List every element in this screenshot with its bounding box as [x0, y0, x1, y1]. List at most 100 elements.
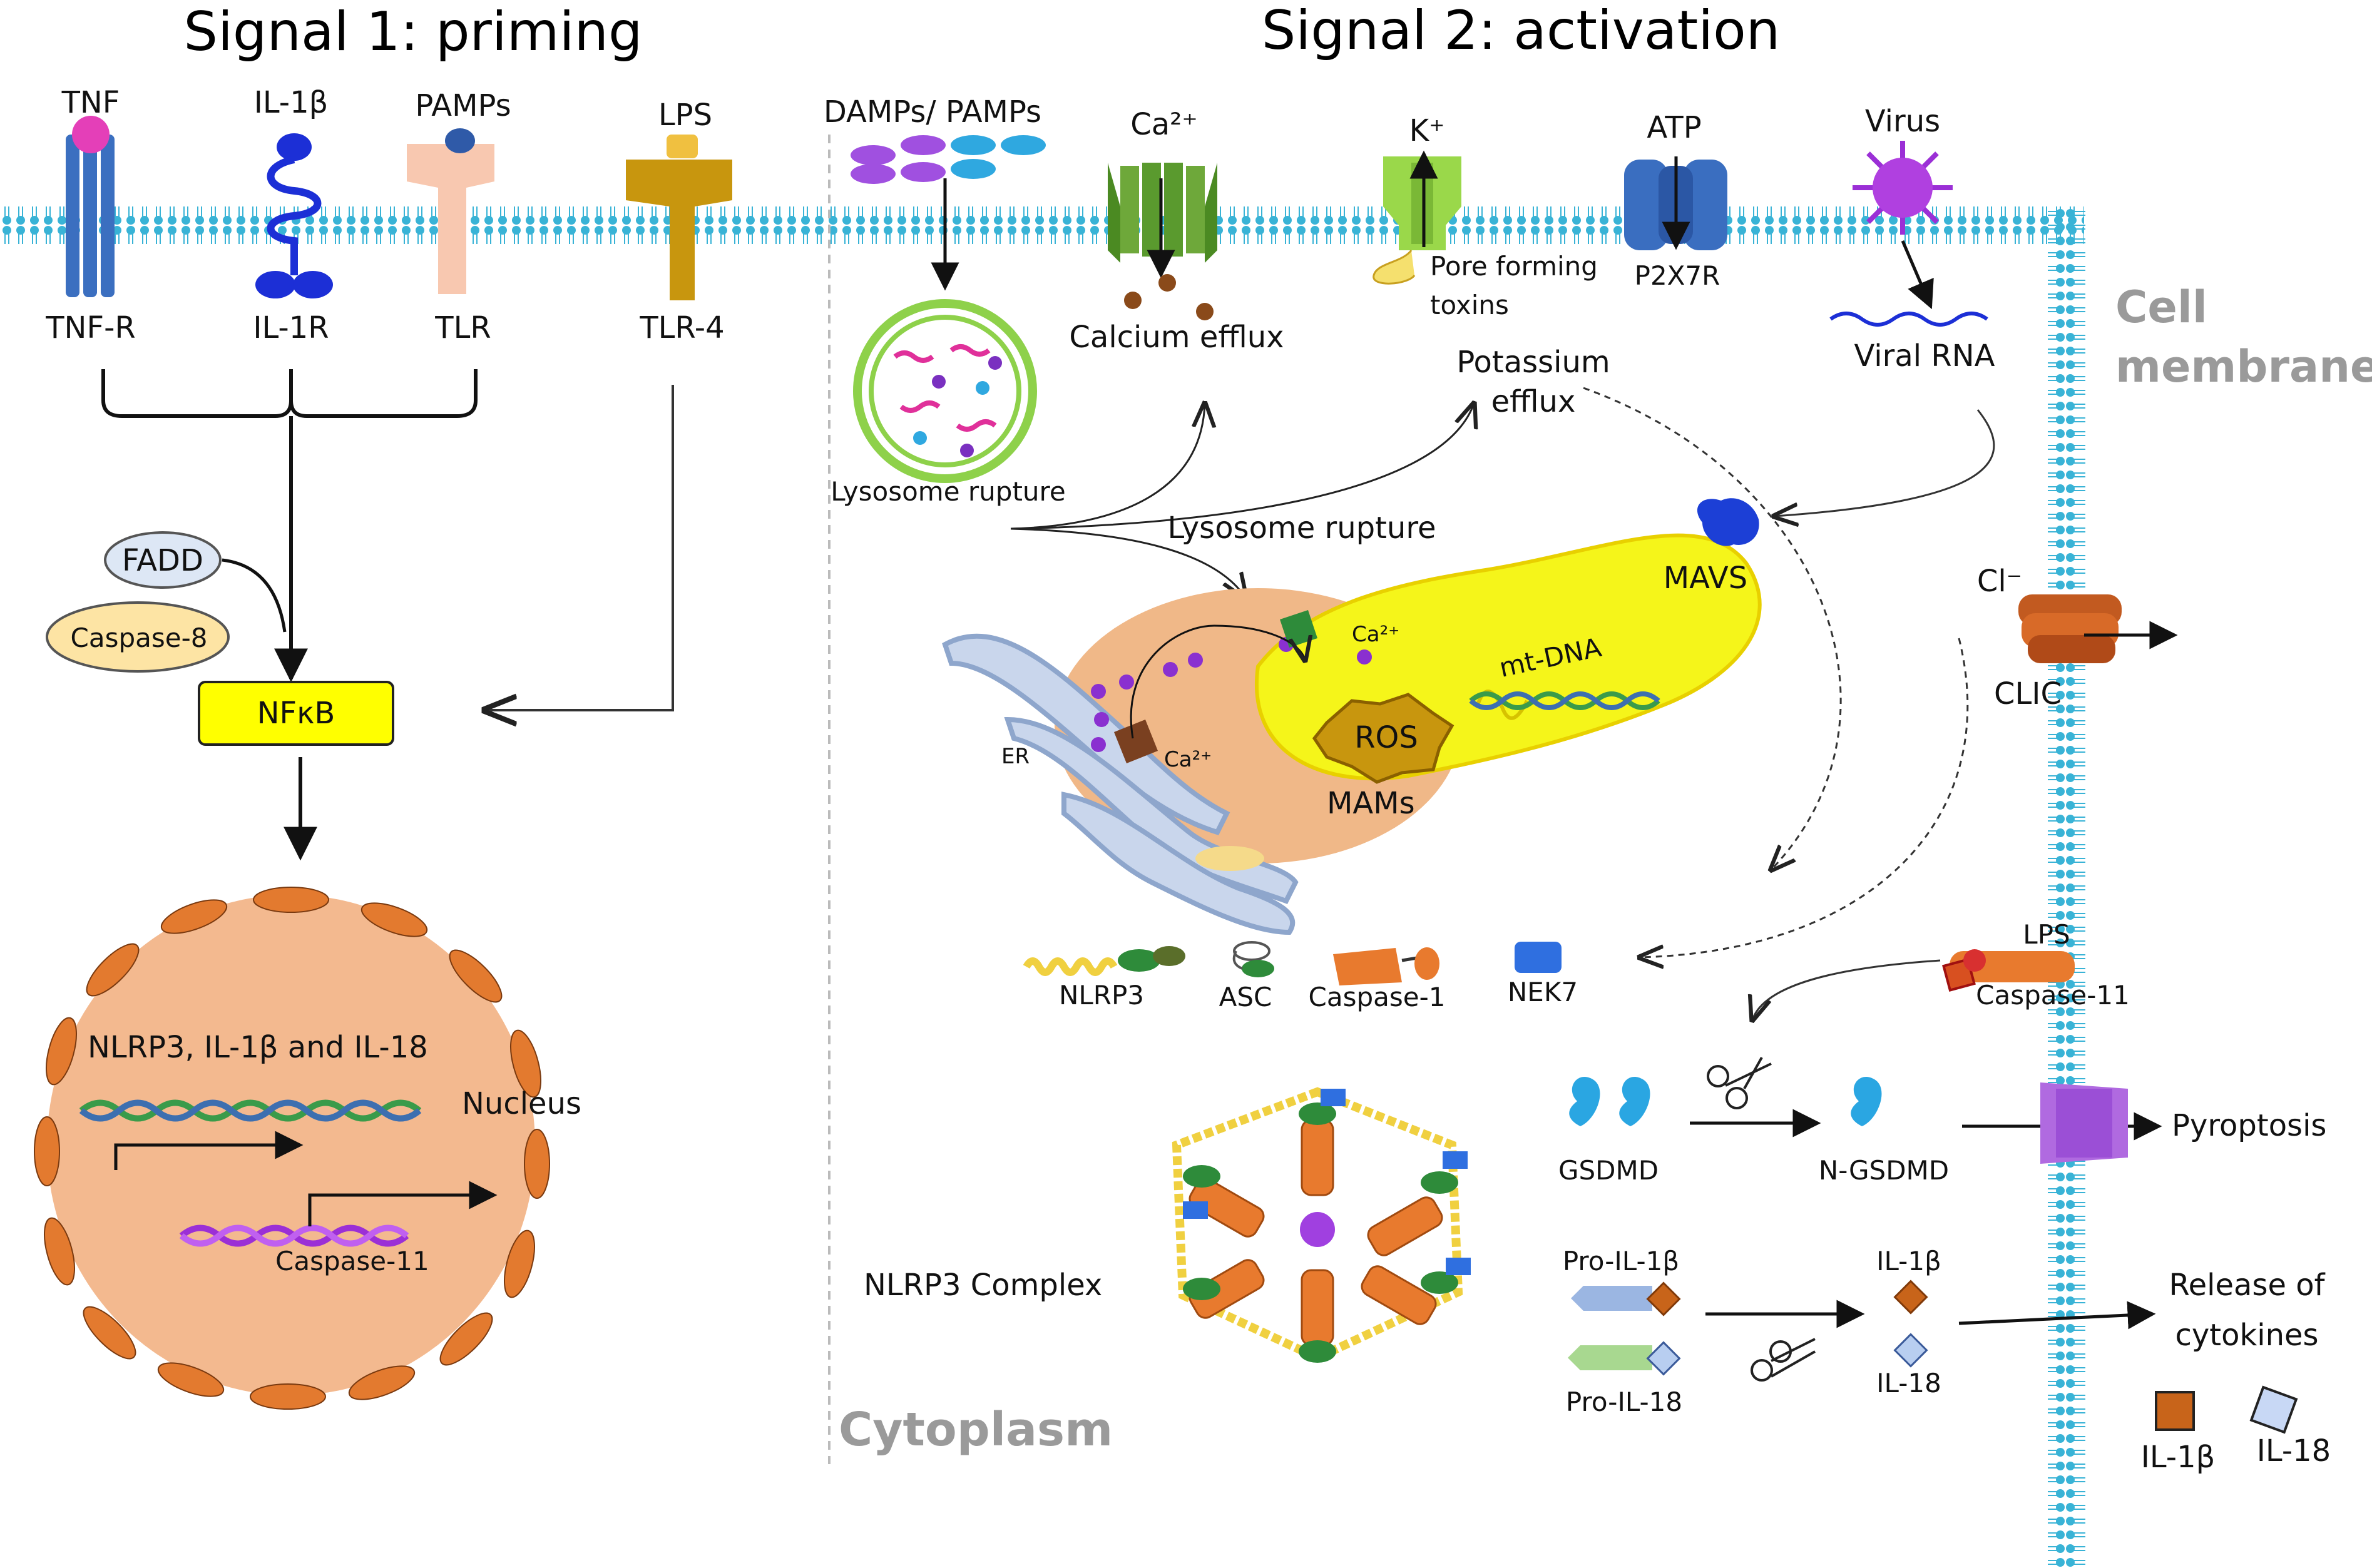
il18-released-label: IL-18 — [2257, 1433, 2331, 1469]
il18-released-icon — [2249, 1385, 2298, 1434]
caspase1-protein-icon — [1333, 947, 1439, 985]
viral-rna-icon — [1829, 312, 1988, 327]
title-signal1: Signal 1: priming — [183, 1, 642, 63]
nek7-protein-icon — [1515, 942, 1562, 973]
lysosome-rupture-label-1: Lysosome rupture — [831, 476, 1065, 507]
efflux-label: efflux — [1491, 384, 1576, 419]
atp-label: ATP — [1647, 110, 1701, 145]
il18-label: IL-18 — [1876, 1368, 1941, 1398]
n-gsdmd-icon — [1851, 1076, 1882, 1126]
lysosome-rupture-arrows — [1010, 404, 1474, 598]
tnf-receptor-icon — [66, 116, 115, 297]
component-nek7: NEK7 — [1508, 977, 1578, 1007]
ca-label: Ca²⁺ — [1130, 107, 1198, 142]
nlrp3-complex-label: NLRP3 Complex — [864, 1268, 1102, 1303]
p2x7r-label: P2X7R — [1635, 260, 1720, 291]
mavs-icon — [1697, 498, 1759, 546]
pyroptosis-label: Pyroptosis — [2172, 1108, 2326, 1143]
transcription-arrow-2 — [308, 1181, 498, 1226]
ligand-tnf: TNF — [61, 85, 120, 120]
virus-label: Virus — [1865, 104, 1940, 139]
il1b-released-icon — [2155, 1391, 2195, 1431]
lysosome-icon — [853, 299, 1037, 483]
il1b-released-label: IL-1β — [2141, 1440, 2216, 1475]
cell-membrane-label-2: membrane — [2115, 341, 2372, 392]
mams-label: MAMs — [1327, 786, 1415, 821]
release-label-1: Release of — [2169, 1268, 2325, 1303]
caspase11-label: Caspase-11 — [275, 1246, 429, 1276]
ca-er-label: Ca²⁺ — [1164, 747, 1212, 772]
er-label: ER — [1001, 744, 1030, 769]
n-gsdmd-label: N-GSDMD — [1819, 1155, 1949, 1186]
component-asc: ASC — [1219, 982, 1272, 1012]
ip3r-channel-icon — [1114, 720, 1158, 763]
receptor-tlr4: TLR-4 — [639, 310, 724, 345]
il1-receptor-icon — [255, 133, 333, 298]
pore-forming-label: Pore forming — [1430, 251, 1598, 282]
cl-label: Cl⁻ — [1977, 564, 2022, 599]
tlr-receptor-icon — [407, 128, 494, 294]
toxins-label: toxins — [1430, 290, 1509, 320]
receptor-il1r: IL-1R — [253, 310, 329, 345]
dna-helix-1 — [79, 1099, 422, 1122]
dashed-arrow-potassium — [1583, 387, 1842, 870]
ligand-lps: LPS — [658, 98, 712, 133]
dashed-arrow-clic — [1640, 638, 1969, 957]
fadd-label: FADD — [122, 543, 203, 578]
genes-label: NLRP3, IL-1β and IL-18 — [88, 1030, 428, 1065]
ros-label: ROS — [1354, 720, 1418, 755]
nuclear-envelope — [34, 887, 550, 1410]
pro-il18-label: Pro-IL-18 — [1566, 1387, 1682, 1417]
nfkb-label: NFκB — [257, 696, 335, 731]
cell-membrane-vertical — [2048, 206, 2085, 1568]
ligand-pamps: PAMPs — [415, 88, 511, 123]
receptor-tnf-r: TNF-R — [45, 310, 136, 345]
lysosome-rupture-label-2: Lysosome rupture — [1167, 511, 1436, 546]
cell-membrane-horizontal — [0, 206, 2084, 244]
cytoplasm-label: Cytoplasm — [839, 1403, 1113, 1457]
viral-rna-label: Viral RNA — [1854, 339, 1995, 374]
tlr4-receptor-icon — [626, 135, 732, 300]
gsdmd-icon — [1569, 1076, 1650, 1126]
arrow-viral-rna-mavs — [1774, 409, 1995, 516]
arrow-tlr4-to-nfkb — [485, 385, 674, 710]
ca-transfer-arrow — [1130, 624, 1305, 739]
dna-helix-caspase11 — [179, 1224, 409, 1247]
ca-mito-label: Ca²⁺ — [1352, 622, 1399, 647]
nlrp3-complex-icon — [1172, 1087, 1471, 1363]
arrow-virus-rna — [1901, 240, 1934, 310]
gsdmd-label: GSDMD — [1558, 1155, 1659, 1186]
transcription-arrow-1 — [114, 1131, 304, 1170]
ligand-il1b: IL-1β — [254, 85, 329, 120]
virus-icon — [1853, 141, 1953, 235]
ros-burst-icon — [1312, 693, 1454, 784]
il1b-icon — [1893, 1280, 1928, 1315]
pro-il1b-icon — [1571, 1281, 1681, 1316]
nlrp3-protein-icon — [1023, 946, 1185, 976]
arrow-caspase11-gsdmd — [1752, 959, 1941, 1020]
receptor-tlr: TLR — [434, 310, 491, 345]
clic-label: CLIC — [1994, 676, 2062, 711]
calcium-channel-icon — [1108, 163, 1217, 263]
pro-il18-icon — [1568, 1341, 1681, 1376]
lps-label-2: LPS — [2023, 919, 2070, 950]
k-label: K⁺ — [1409, 113, 1445, 148]
caspase11-label-2: Caspase-11 — [1976, 980, 2130, 1011]
il1b-label: IL-1β — [1876, 1246, 1941, 1276]
component-caspase1: Caspase-1 — [1309, 982, 1446, 1012]
release-label-2: cytokines — [2175, 1318, 2318, 1353]
title-signal2: Signal 2: activation — [1262, 0, 1780, 62]
calcium-particles-icon — [1124, 274, 1214, 320]
caspase8-oval — [46, 601, 230, 673]
clic-channel-icon — [2018, 594, 2122, 663]
er-vesicle — [1195, 846, 1264, 871]
caspase8-label: Caspase-8 — [71, 623, 208, 653]
scissors-icon-1 — [1707, 1057, 1772, 1109]
mavs-label: MAVS — [1664, 561, 1747, 596]
lps-caspase11-icon — [1942, 949, 2075, 992]
fadd-connector — [222, 558, 287, 633]
scissors-icon-2 — [1751, 1338, 1816, 1382]
mtdna-helix-icon — [1469, 691, 1660, 710]
